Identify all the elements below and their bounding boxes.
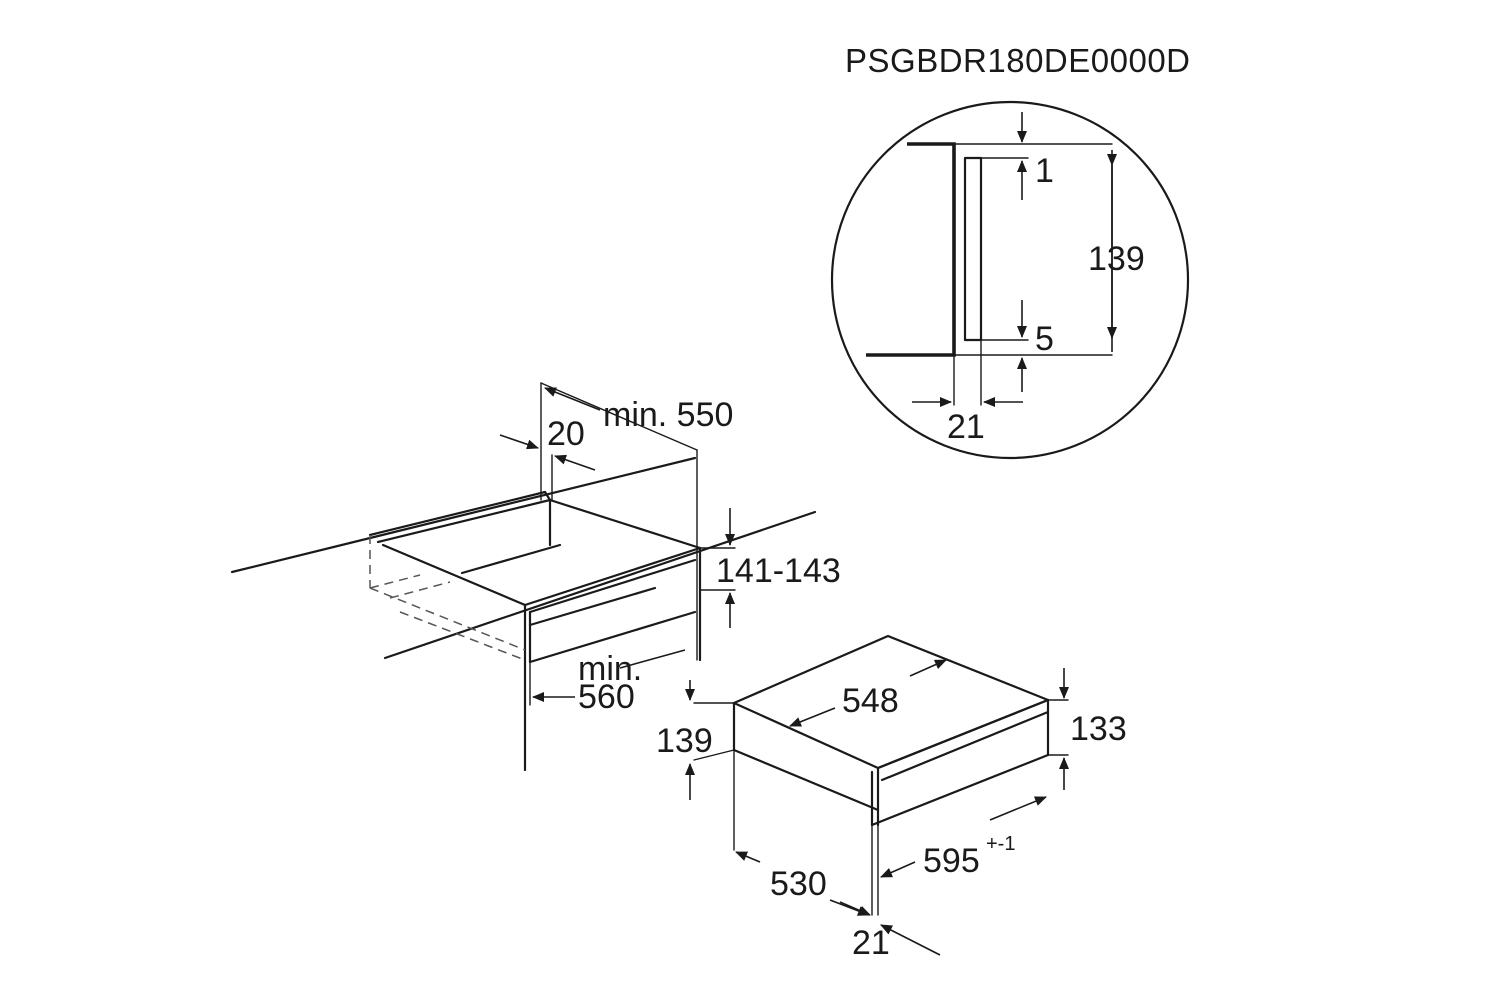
niche-rail-setback: 20 <box>547 415 585 453</box>
detail-gap-bottom: 5 <box>1035 320 1054 358</box>
detail-gap-top: 1 <box>1035 152 1054 190</box>
detail-offset: 21 <box>947 408 985 446</box>
appliance-front-thickness: 21 <box>852 924 890 962</box>
niche-min-width-line2: 560 <box>578 678 635 716</box>
niche-drawing: min. 550 20 141-143 min. 560 <box>230 382 841 772</box>
detail-view: 1 139 5 21 <box>830 100 1190 460</box>
niche-opening-height: 141-143 <box>716 552 841 590</box>
appliance-depth: 548 <box>842 682 899 720</box>
appliance-body-height: 139 <box>656 722 713 760</box>
model-code: PSGBDR180DE0000D <box>845 42 1191 79</box>
appliance-front-height: 133 <box>1070 710 1127 748</box>
niche-min-width-line1: min. <box>578 650 642 688</box>
detail-front-panel <box>963 156 983 342</box>
appliance-front-width: 595 <box>923 842 980 880</box>
appliance-front-width-tolerance: +-1 <box>986 833 1015 855</box>
appliance-body-depth: 530 <box>770 865 827 903</box>
appliance-drawing: 548 139 133 530 595 +-1 21 <box>656 634 1127 962</box>
detail-bracket <box>866 142 956 357</box>
detail-height: 139 <box>1088 240 1145 278</box>
detail-circle <box>830 100 1190 460</box>
niche-min-depth: min. 550 <box>603 396 733 434</box>
